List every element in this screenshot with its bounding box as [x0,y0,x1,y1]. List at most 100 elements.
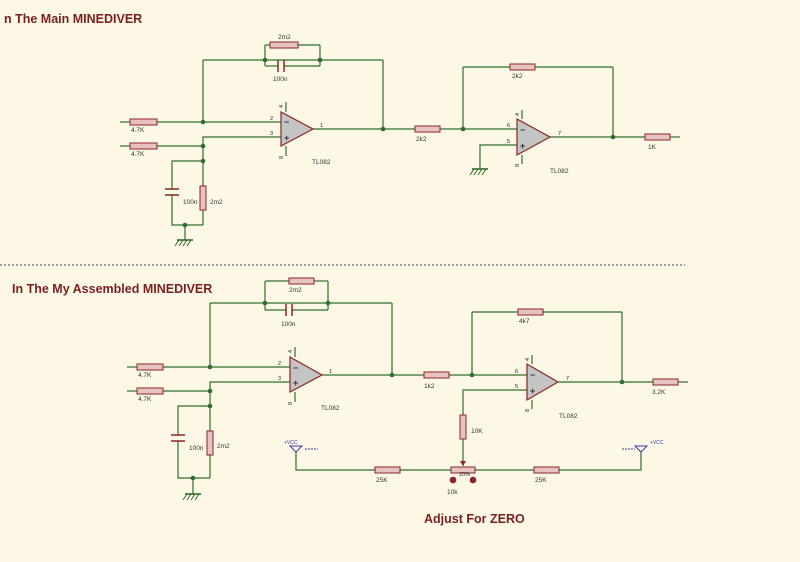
bottom-gnd-resistor [206,430,214,456]
bottom-opamp-2-label: TL082 [559,413,578,420]
bottom-input-resistor-1 [136,363,164,371]
bottom-opamp-2-pins: 6 5 7 4 8 [515,358,569,412]
top-input-resistor-1 [129,118,158,126]
svg-text:3: 3 [278,376,281,382]
bottom-output-resistor [652,378,679,386]
top-input-resistor-1-label: 4.7K [131,127,145,134]
svg-text:1: 1 [329,369,332,375]
top-feedback-resistor [269,41,299,49]
svg-text:8: 8 [288,402,294,405]
bottom-vcc-left-symbol [288,445,318,453]
bottom-input-resistor-1-label: 4.7K [138,372,152,379]
top-opamp-1-label: TL082 [312,159,331,166]
svg-text:7: 7 [558,131,561,137]
svg-text:4: 4 [525,358,531,361]
top-input-resistor-2 [129,142,158,150]
svg-text:5: 5 [507,139,510,145]
svg-text:2: 2 [270,116,273,122]
top-mid-resistor [414,125,441,133]
svg-text:5: 5 [515,384,518,390]
top-feedback-capacitor-label: 100n [273,76,288,83]
bottom-vcc-right-label: +VCC [650,440,664,446]
top-output-resistor [644,133,671,141]
bottom-junction-dots [190,300,625,481]
title-top: n The Main MINEDIVER [4,12,143,26]
bottom-vcc-left-label: +VCC [284,440,298,446]
bottom-right-trim-resistor-label: 25K [535,477,547,484]
top-gnd-capacitor-label: 100n [183,199,198,206]
bottom-feedback-resistor [288,277,315,285]
bottom-mid-resistor [423,371,450,379]
top-stage2-feedback-resistor [509,63,536,71]
svg-text:4: 4 [515,113,521,116]
top-junction-dots [182,57,616,228]
bottom-left-trim-resistor-label: 25K [376,477,388,484]
bottom-stage2-feedback-resistor-label: 4k7 [519,318,530,325]
bottom-feedback-capacitor-label: 100n [281,321,296,328]
svg-text:4: 4 [288,350,294,353]
title-bottom: In The My Assembled MINEDIVER [12,282,213,296]
svg-text:8: 8 [515,164,521,167]
svg-text:2: 2 [278,361,281,367]
svg-text:6: 6 [515,369,518,375]
bottom-feedback-resistor-label: 2m2 [289,287,302,294]
svg-text:6: 6 [507,123,510,129]
bottom-input-resistor-2 [136,387,164,395]
bottom-left-trim-resistor [374,466,401,474]
bottom-input-resistor-2-label: 4.7K [138,396,152,403]
bottom-wires [127,280,688,494]
top-feedback-resistor-label: 2m2 [278,34,291,41]
top-wires [120,44,680,240]
top-opamp-2-pins: 6 5 7 4 8 [507,113,561,167]
bottom-feedback-capacitor [285,304,293,316]
bottom-opamp-signs: − + − + [293,363,535,396]
svg-text:−: − [284,117,289,127]
top-opamp-2-label: TL082 [550,168,569,175]
bottom-opamp-1 [289,355,324,393]
top-opamp-2 [516,117,552,157]
bottom-opamp-2 [526,362,560,402]
svg-text:−: − [530,370,535,380]
title-adjust-for-zero: Adjust For ZERO [424,512,525,526]
top-gnd-capacitor [165,188,179,196]
svg-text:3: 3 [270,131,273,137]
bottom-offset-resistor-label: 10K [471,428,483,435]
top-opamp-1 [280,111,315,147]
svg-text:+: + [284,133,289,143]
top-circuit: − + − + 4.7K 4.7K 2m2 100n 100n 2m2 TL08… [120,34,680,247]
svg-text:8: 8 [279,156,285,159]
bottom-gnd-resistor-label: 2m2 [217,443,230,450]
bottom-gnd-capacitor [171,434,185,442]
svg-text:+: + [530,386,535,396]
bottom-stage2-feedback-resistor [517,308,544,316]
svg-text:1: 1 [320,123,323,129]
bottom-offset-resistor [459,414,467,440]
bottom-vcc-right-symbol [622,445,649,453]
bottom-circuit: − + − + 4.7K 4.7K 2m2 100n 100n 2m2 TL08… [127,277,688,501]
bottom-opamp-1-pins: 2 3 1 4 8 [278,350,332,405]
svg-text:+: + [293,378,298,388]
top-stage2-feedback-resistor-label: 2k2 [512,73,523,80]
bottom-mid-resistor-label: 1k2 [424,383,435,390]
top-opamp-1-pins: 2 3 1 4 8 [270,105,323,159]
svg-text:+: + [520,141,525,151]
top-output-resistor-label: 1K [648,144,657,151]
bottom-output-resistor-label: 3.2K [652,389,666,396]
svg-text:8: 8 [525,409,531,412]
svg-text:4: 4 [279,105,285,108]
bottom-potentiometer-label: 10k [447,489,458,496]
svg-text:−: − [293,363,298,373]
top-gnd-resistor-label: 2m2 [210,199,223,206]
bottom-right-trim-resistor [533,466,560,474]
svg-text:−: − [520,125,525,135]
top-feedback-capacitor [277,60,285,72]
top-input-resistor-2-label: 4.7K [131,151,145,158]
bottom-opamp-1-label: TL082 [321,405,340,412]
bottom-gnd-capacitor-label: 100n [189,445,204,452]
top-gnd-resistor [199,185,207,211]
svg-text:7: 7 [566,376,569,382]
top-opamp-signs: − + − + [284,117,525,151]
top-mid-resistor-label: 2k2 [416,136,427,143]
bottom-potentiometer [449,461,477,484]
